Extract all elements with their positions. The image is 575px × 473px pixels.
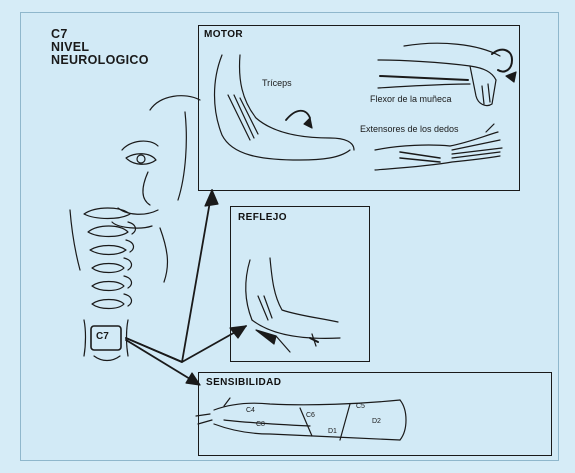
wrist-flexor-label: Flexor de la muñeca [370,94,452,104]
finger-extensors-label: Extensores de los dedos [360,124,459,134]
dermatome-label: C8 [256,421,265,428]
reflex-label: REFLEJO [238,212,287,223]
triceps-label: Tríceps [262,78,292,88]
dermatome-label: C5 [356,403,365,410]
cervical-spine-illustration [84,208,135,361]
dermatome-label: D2 [372,418,381,425]
head-profile-illustration [70,96,200,282]
motor-box [198,25,520,191]
reflex-box [230,206,370,362]
dermatome-label: C4 [246,407,255,414]
motor-label: MOTOR [204,29,243,40]
c7-vertebra-label: C7 [96,331,109,342]
sensitivity-label: SENSIBILIDAD [206,377,281,388]
dermatome-label: D1 [328,428,337,435]
nerve-arrows [126,190,246,382]
dermatome-label: C6 [306,412,315,419]
